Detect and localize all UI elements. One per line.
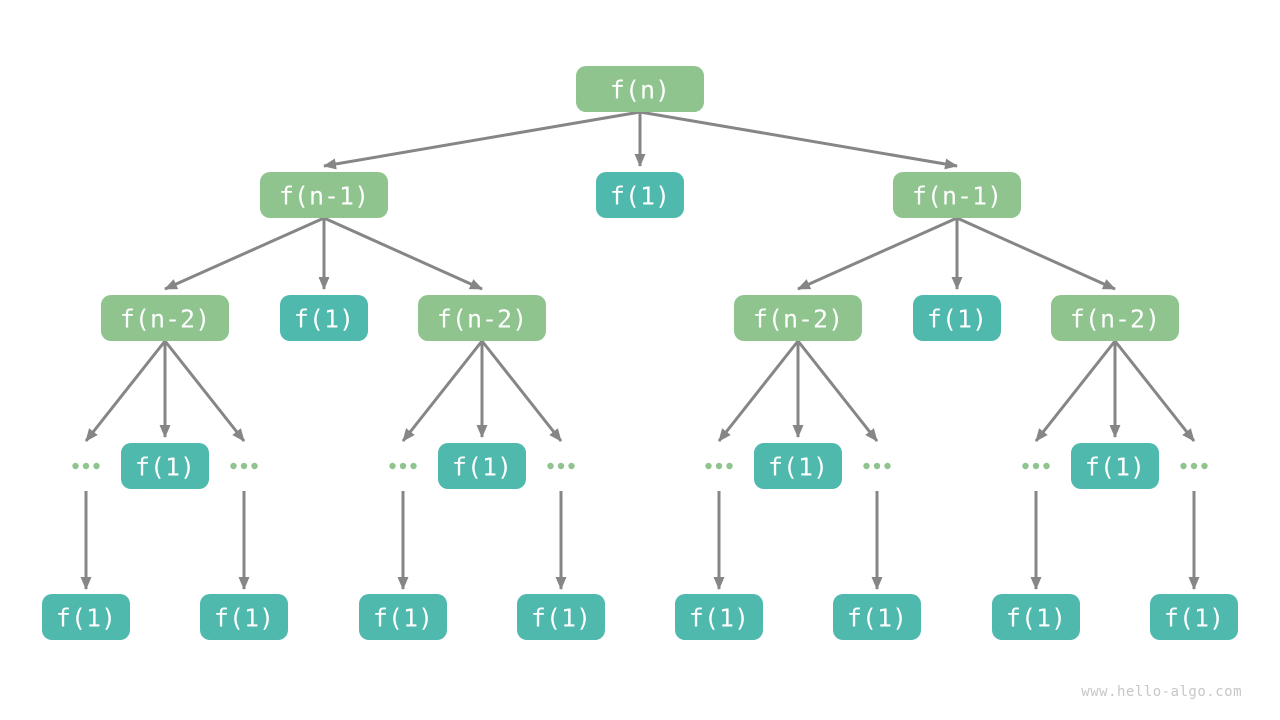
- tree-node-l2-1: f(n-1): [260, 172, 388, 218]
- tree-node-l3-4: f(n-2): [734, 295, 862, 341]
- tree-node-label: f(n-1): [279, 182, 369, 211]
- tree-node-l5-5: f(1): [675, 594, 763, 640]
- tree-node-label: f(n-1): [912, 182, 1002, 211]
- ellipsis-dots: [389, 462, 417, 470]
- tree-edge-arrow: [84, 340, 167, 442]
- tree-node-l3-1: f(n-2): [101, 295, 229, 341]
- tree-edge-arrow: [323, 216, 483, 291]
- tree-edge-arrow: [164, 216, 325, 291]
- tree-edge-arrow: [1113, 340, 1196, 442]
- ellipsis-dots: [230, 462, 258, 470]
- tree-node-label: f(1): [768, 453, 828, 482]
- tree-node-label: f(1): [135, 453, 195, 482]
- tree-edge-arrow: [796, 340, 879, 442]
- tree-node-l5-8: f(1): [1150, 594, 1238, 640]
- tree-node-label: f(1): [294, 305, 354, 334]
- tree-edge-arrow: [323, 110, 641, 170]
- tree-edge-arrow: [480, 340, 563, 442]
- tree-node-label: f(n-2): [437, 305, 527, 334]
- tree-node-label: f(1): [1085, 453, 1145, 482]
- tree-node-l5-6: f(1): [833, 594, 921, 640]
- tree-node-label: f(n): [610, 76, 670, 105]
- watermark: www.hello-algo.com: [1081, 684, 1242, 700]
- tree-node-l4-3: f(1): [754, 443, 842, 489]
- ellipsis-dots: [547, 462, 575, 470]
- tree-node-root: f(n): [576, 66, 704, 112]
- tree-node-l3-3: f(n-2): [418, 295, 546, 341]
- ellipsis-dots: [72, 462, 100, 470]
- tree-node-label: f(1): [689, 604, 749, 633]
- tree-node-l3-2: f(1): [280, 295, 368, 341]
- tree-edge-arrow: [797, 216, 958, 291]
- tree-node-label: f(n-2): [1070, 305, 1160, 334]
- ellipsis-dots: [863, 462, 891, 470]
- tree-node-label: f(1): [214, 604, 274, 633]
- tree-node-l4-1: f(1): [121, 443, 209, 489]
- tree-node-l5-2: f(1): [200, 594, 288, 640]
- tree-node-label: f(1): [56, 604, 116, 633]
- tree-edge-arrow: [163, 340, 246, 442]
- ellipsis-dots: [705, 462, 733, 470]
- ellipsis-dots: [1022, 462, 1050, 470]
- ellipsis-dots: [1180, 462, 1208, 470]
- tree-node-l4-4: f(1): [1071, 443, 1159, 489]
- tree-node-l4-2: f(1): [438, 443, 526, 489]
- tree-node-label: f(1): [452, 453, 512, 482]
- tree-node-l2-3: f(n-1): [893, 172, 1021, 218]
- tree-node-label: f(1): [610, 182, 670, 211]
- tree-node-label: f(1): [1006, 604, 1066, 633]
- tree-node-l3-5: f(1): [913, 295, 1001, 341]
- tree-node-l2-2: f(1): [596, 172, 684, 218]
- tree-node-l5-4: f(1): [517, 594, 605, 640]
- tree-node-l3-6: f(n-2): [1051, 295, 1179, 341]
- tree-edge-arrow: [717, 340, 800, 442]
- tree-node-l5-3: f(1): [359, 594, 447, 640]
- tree-node-l5-7: f(1): [992, 594, 1080, 640]
- tree-node-label: f(1): [847, 604, 907, 633]
- tree-node-l5-1: f(1): [42, 594, 130, 640]
- tree-node-label: f(n-2): [753, 305, 843, 334]
- tree-edge-arrow: [639, 110, 958, 170]
- tree-edge-arrow: [956, 216, 1116, 291]
- tree-node-label: f(n-2): [120, 305, 210, 334]
- tree-node-label: f(1): [927, 305, 987, 334]
- tree-node-label: f(1): [373, 604, 433, 633]
- tree-node-label: f(1): [531, 604, 591, 633]
- tree-node-label: f(1): [1164, 604, 1224, 633]
- tree-edge-arrow: [1034, 340, 1117, 442]
- tree-edge-arrow: [401, 340, 484, 442]
